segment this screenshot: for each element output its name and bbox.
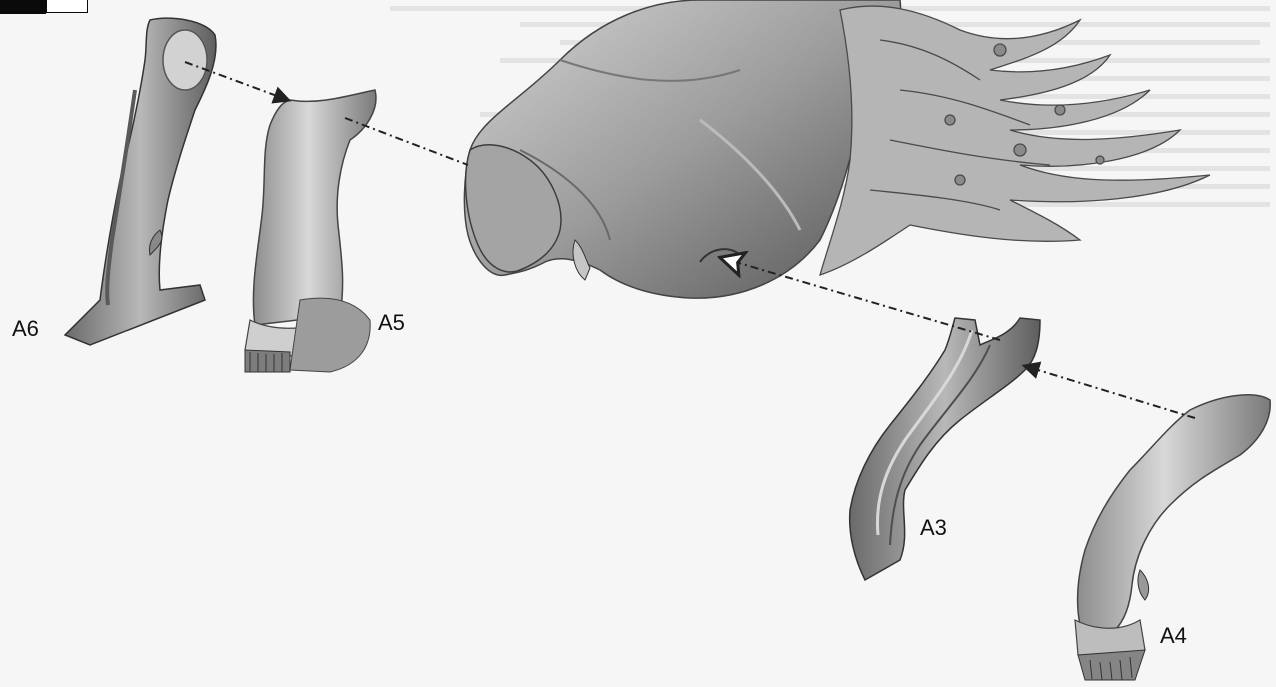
label-a6: A6 xyxy=(12,318,39,340)
mane-flames-model xyxy=(820,6,1210,275)
arrow-a4-to-a3 xyxy=(1025,366,1195,418)
part-a6-model xyxy=(65,18,216,345)
arrow-a5-to-body xyxy=(345,118,468,165)
arrow-a3-to-body xyxy=(722,258,1000,340)
label-a4: A4 xyxy=(1160,625,1187,647)
label-a5: A5 xyxy=(378,312,405,334)
label-a3: A3 xyxy=(920,517,947,539)
part-a5-model xyxy=(245,90,376,372)
part-a3-model xyxy=(850,318,1040,580)
